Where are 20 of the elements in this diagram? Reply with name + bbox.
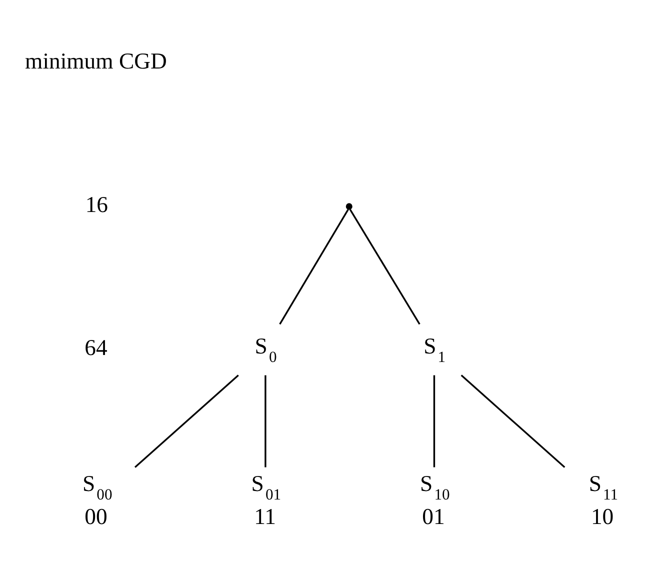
node-label: 10 (590, 504, 614, 529)
node-label: 11 (254, 504, 276, 529)
node-text: S$_{0}$ (254, 334, 277, 366)
node-text: S$_{00}$ (82, 471, 112, 504)
connector (264, 375, 266, 468)
connector (460, 374, 566, 468)
connector (279, 209, 349, 325)
node-text: S$_{01}$ (251, 471, 282, 504)
node-text: S$_{10}$ (420, 471, 450, 504)
node-point (346, 203, 352, 210)
node-label: 00 (84, 504, 108, 529)
label: minimum CGD (25, 48, 167, 74)
label: 64 (84, 335, 108, 360)
connector (349, 209, 420, 325)
connector (433, 375, 436, 468)
label: 16 (85, 192, 108, 217)
node-text: S$_{11}$ (588, 471, 618, 504)
connector (134, 374, 239, 468)
node-label: 01 (422, 504, 445, 529)
node-text: S$_{1}$ (424, 334, 446, 366)
